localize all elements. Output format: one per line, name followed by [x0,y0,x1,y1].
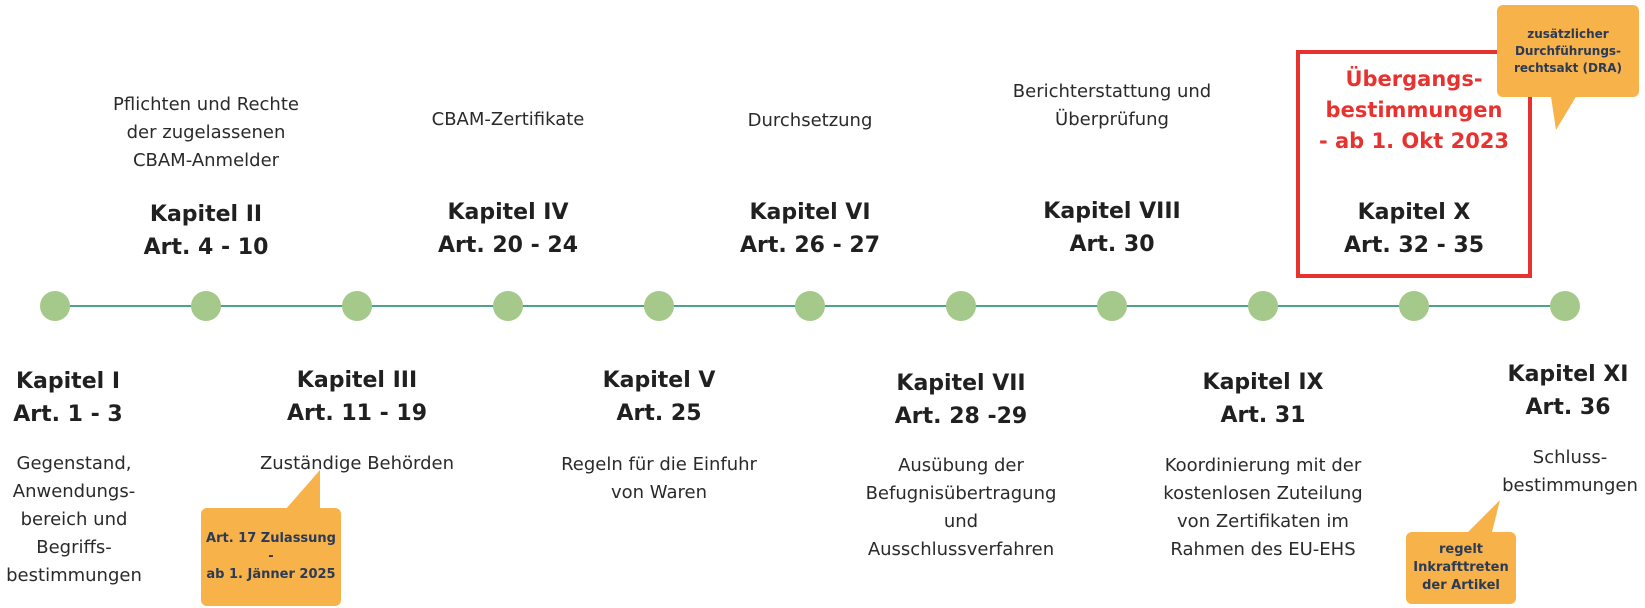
chapter-1-title: Kapitel I Art. 1 - 3 [13,365,122,431]
callout-line: Durchführungs- [1514,43,1622,58]
desc-line: Ausübung der [898,455,1024,476]
desc-line: Rahmen des EU-EHS [1170,539,1356,560]
timeline-node-4 [493,291,523,321]
chapter-articles: Art. 11 - 19 [286,401,428,426]
chapter-3-title: Kapitel III Art. 11 - 19 [287,364,427,430]
timeline-node-6 [795,291,825,321]
chapter-9-desc: Koordinierung mit der kostenlosen Zuteil… [1163,452,1362,564]
desc-line: Ausschlussverfahren [867,539,1055,560]
desc-line: CBAM-Zertifikate [431,109,585,130]
chapter-articles: Art. 32 - 35 [1343,233,1485,258]
chapter-title: Kapitel I [15,369,121,394]
chapter-11-title: Kapitel XI Art. 36 [1508,358,1629,424]
timeline-node-5 [644,291,674,321]
chapter-articles: Art. 31 [1220,403,1306,428]
desc-line: der zugelassenen [126,122,286,143]
highlight-line: bestimmungen [1325,98,1503,122]
chapter-articles: Art. 28 -29 [894,404,1028,429]
chapter-title: Kapitel VI [749,200,871,225]
desc-line: Koordinierung mit der [1164,455,1362,476]
callout-inkraft-tail [1460,500,1500,540]
chapter-articles: Art. 30 [1069,232,1155,257]
chapter-9-title: Kapitel IX Art. 31 [1203,366,1324,432]
chapter-articles: Art. 4 - 10 [143,235,269,260]
desc-line: Begriffs- [36,537,112,558]
chapter-2-title: Kapitel II Art. 4 - 10 [144,198,269,264]
desc-line: Berichterstattung und [1012,81,1212,102]
chapter-title: Kapitel VIII [1043,199,1181,224]
chapter-7-desc: Ausübung der Befugnisübertragung und Aus… [866,452,1057,564]
chapter-articles: Art. 25 [616,401,702,426]
chapter-10-title: Kapitel X Art. 32 - 35 [1344,196,1484,262]
desc-line: Gegenstand, [16,453,132,474]
chapter-title: Kapitel II [149,202,263,227]
chapter-title: Kapitel III [296,368,418,393]
desc-line: Anwendungs- [12,481,136,502]
desc-line: Überprüfung [1055,109,1169,130]
chapter-title: Kapitel XI [1507,362,1629,387]
callout-line: Inkrafttreten [1413,560,1509,575]
desc-line: Regeln für die Einfuhr [561,454,757,475]
chapter-title: Kapitel V [602,368,716,393]
chapter-3-desc: Zuständige Behörden [260,450,454,478]
chapter-articles: Art. 20 - 24 [437,233,579,258]
highlight-line: Übergangs- [1345,67,1483,91]
desc-line: Durchsetzung [747,110,873,131]
callout-line: rechtsakt (DRA) [1513,60,1623,75]
callout-line: regelt [1438,542,1484,557]
desc-line: Pflichten und Rechte [113,94,299,115]
timeline-node-2 [191,291,221,321]
desc-line: kostenlosen Zuteilung [1163,483,1363,504]
chapter-2-desc: Pflichten und Rechte der zugelassenen CB… [113,91,299,175]
callout-line: der Artikel [1422,578,1500,593]
callout-dra-tail [1550,90,1580,130]
timeline-node-3 [342,291,372,321]
desc-line: von Waren [611,482,707,503]
chapter-articles: Art. 36 [1525,395,1611,420]
highlight-box [1296,50,1532,278]
transition-provisions-label: Übergangs- bestimmungen - ab 1. Okt 2023 [1319,64,1509,157]
callout-inkraft: regelt Inkrafttreten der Artikel [1406,532,1516,604]
chapter-articles: Art. 1 - 3 [13,402,123,427]
chapter-title: Kapitel IV [447,200,569,225]
timeline-node-8 [1097,291,1127,321]
desc-line: bestimmungen [1502,475,1638,496]
timeline-node-11 [1550,291,1580,321]
chapter-8-title: Kapitel VIII Art. 30 [1043,195,1180,261]
chapter-6-desc: Durchsetzung [748,107,873,135]
callout-line: zusätzlicher [1527,26,1609,41]
chapter-8-desc: Berichterstattung und Überprüfung [1013,78,1211,134]
chapter-title: Kapitel IX [1202,370,1324,395]
timeline-node-1 [40,291,70,321]
desc-line: Schluss- [1532,447,1608,468]
chapter-7-title: Kapitel VII Art. 28 -29 [895,367,1027,433]
desc-line: und [943,511,979,532]
callout-line: Art. 17 Zulassung - [206,531,336,564]
chapter-title: Kapitel X [1357,200,1471,225]
chapter-4-title: Kapitel IV Art. 20 - 24 [438,196,578,262]
desc-line: bereich und [20,509,128,530]
timeline-node-10 [1399,291,1429,321]
callout-line: ab 1. Jänner 2025 [206,567,336,582]
chapter-title: Kapitel VII [896,371,1026,396]
desc-line: CBAM-Anmelder [132,150,280,171]
chapter-11-desc: Schluss- bestimmungen [1502,444,1638,500]
desc-line: Zuständige Behörden [259,453,455,474]
chapter-5-title: Kapitel V Art. 25 [603,364,716,430]
highlight-line: - ab 1. Okt 2023 [1318,129,1510,153]
desc-line: Befugnisübertragung [865,483,1057,504]
timeline-node-7 [946,291,976,321]
chapter-5-desc: Regeln für die Einfuhr von Waren [561,451,757,507]
chapter-6-title: Kapitel VI Art. 26 - 27 [740,196,880,262]
callout-dra: zusätzlicher Durchführungs- rechtsakt (D… [1497,5,1639,97]
chapter-4-desc: CBAM-Zertifikate [432,106,585,134]
desc-line: bestimmungen [6,565,142,586]
chapter-articles: Art. 26 - 27 [739,233,881,258]
desc-line: von Zertifikaten im [1177,511,1349,532]
timeline-node-9 [1248,291,1278,321]
chapter-1-desc: Gegenstand, Anwendungs- bereich und Begr… [6,450,142,590]
callout-art17: Art. 17 Zulassung - ab 1. Jänner 2025 [201,508,341,606]
callout-art17-tail [285,470,320,510]
